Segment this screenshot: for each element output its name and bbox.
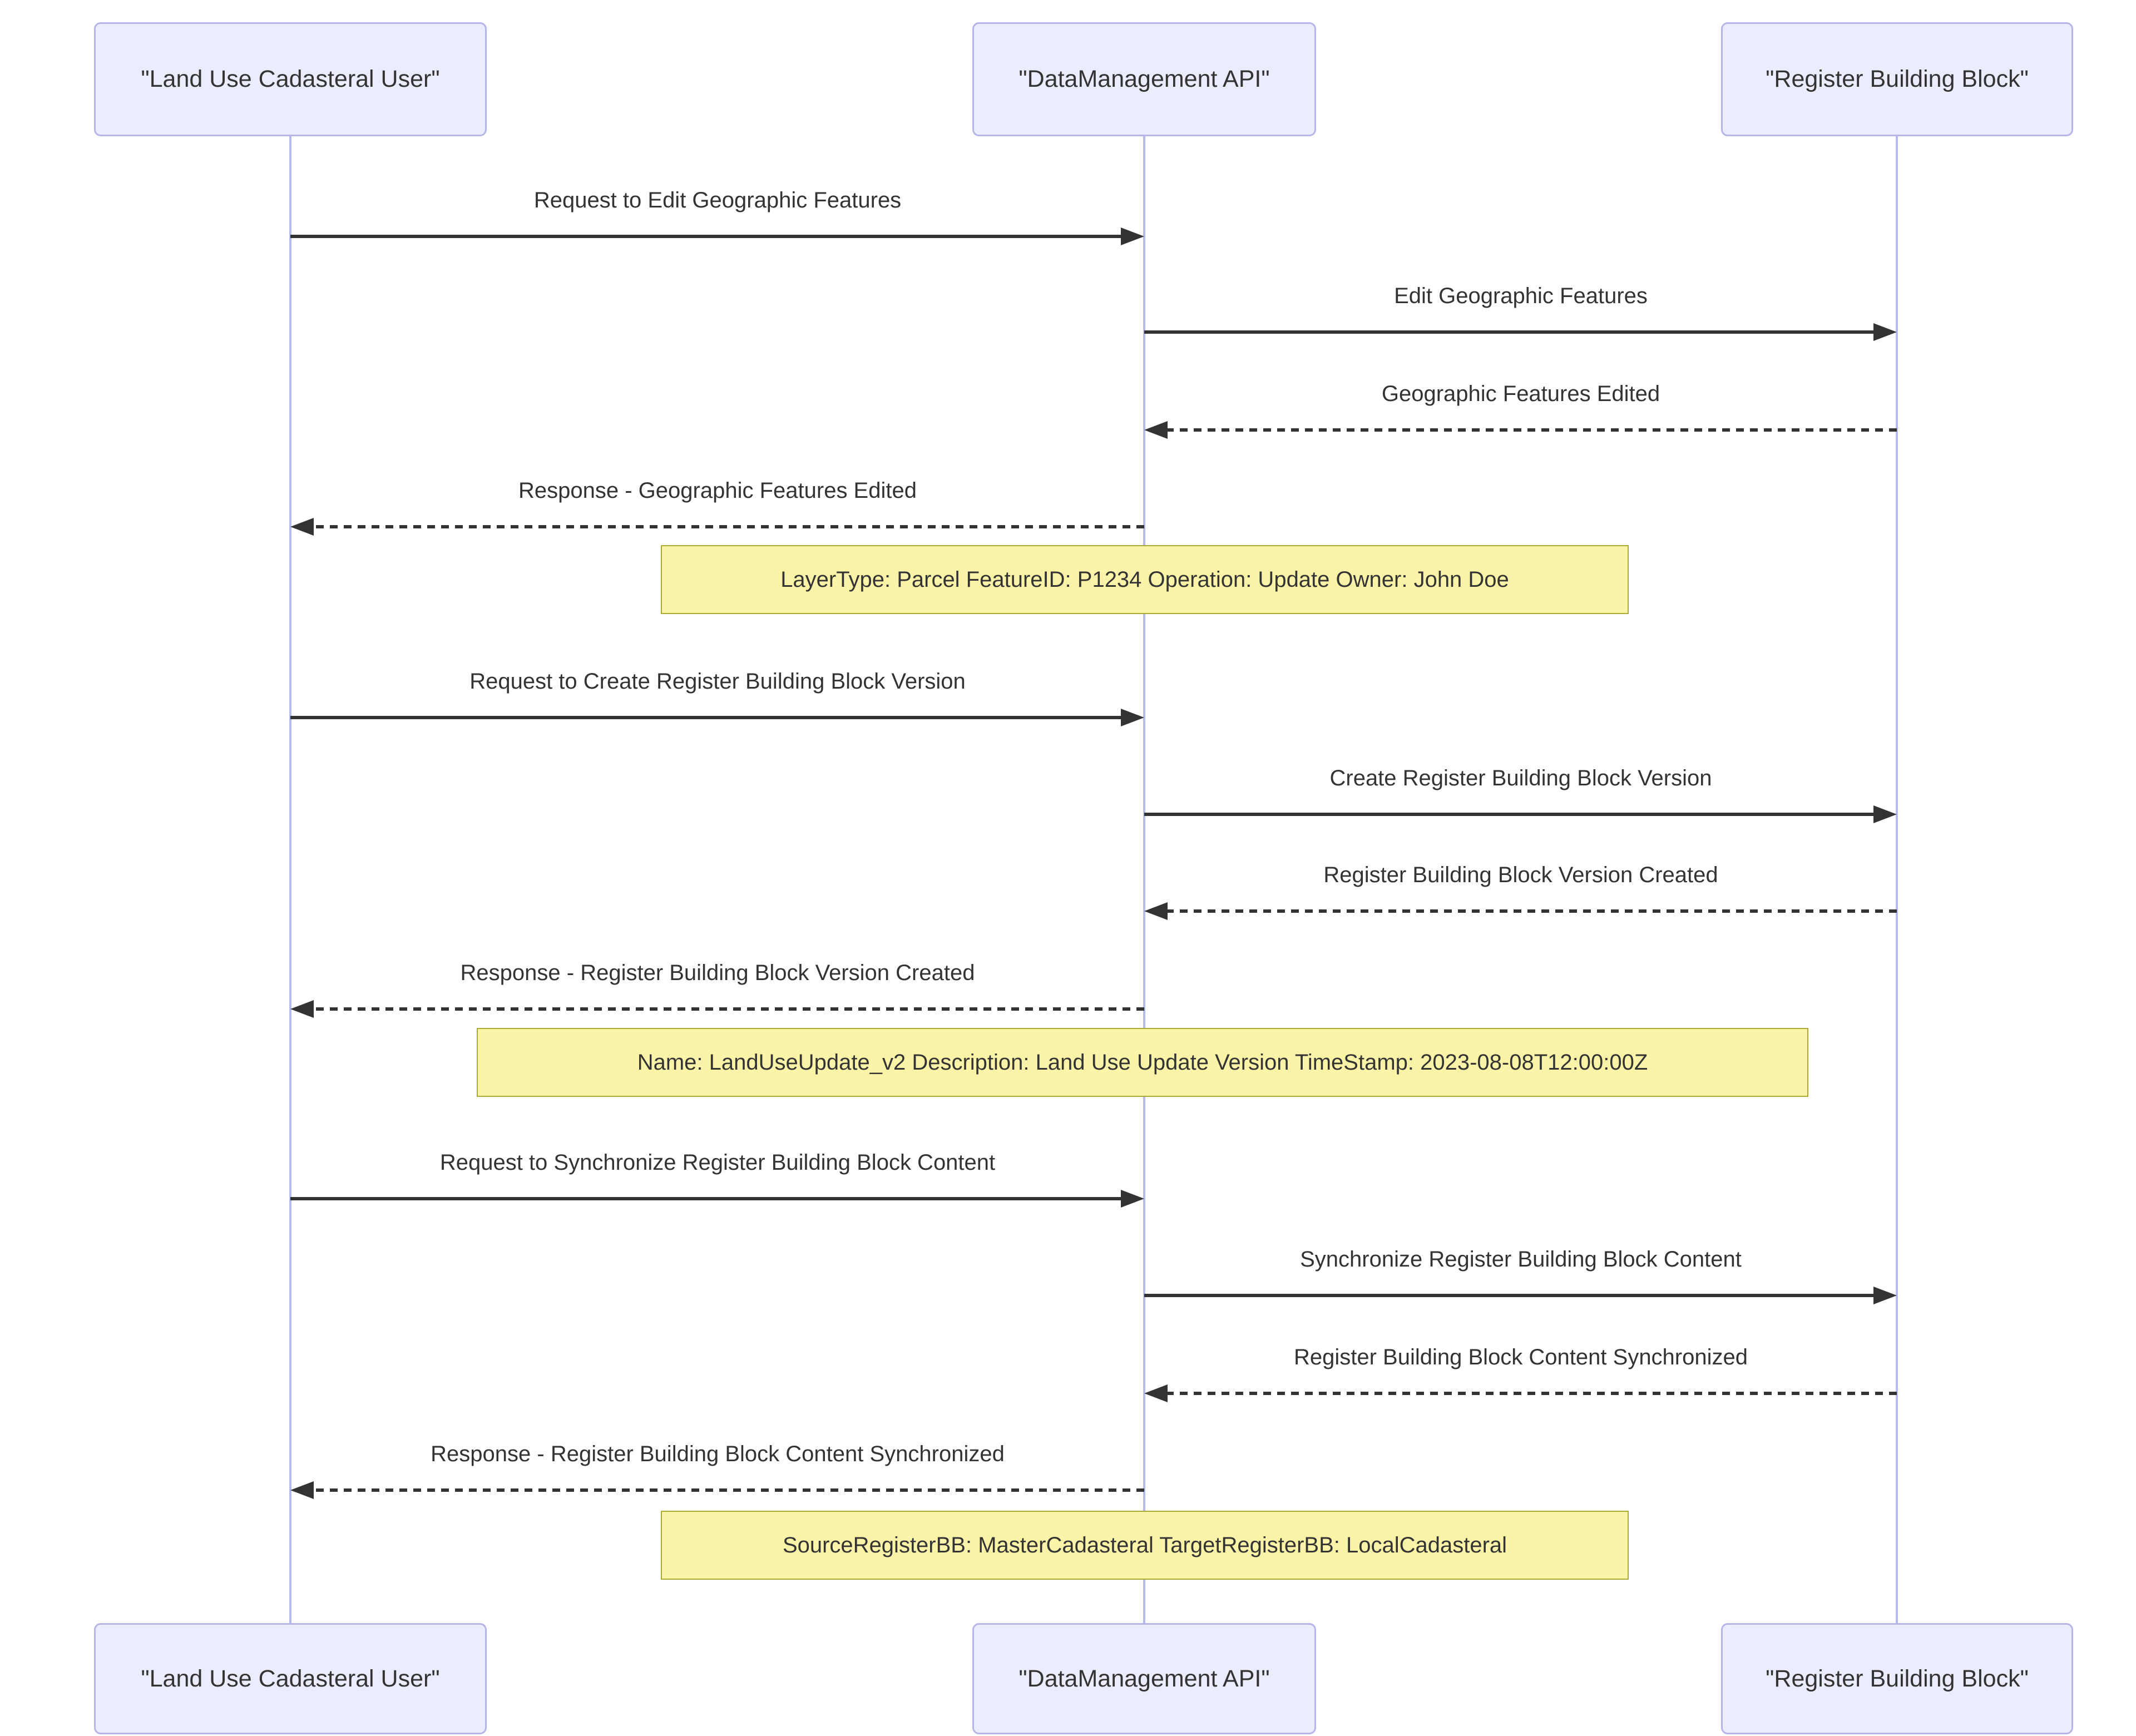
actor-bottom-api: "DataManagement API"	[972, 1623, 1316, 1734]
message-arrowhead-2	[1873, 323, 1897, 341]
actor-top-api-label: "DataManagement API"	[1018, 66, 1270, 92]
note-sync-details: SourceRegisterBB: MasterCadasteral Targe…	[661, 1511, 1629, 1580]
message-label-3: Geographic Features Edited	[1381, 382, 1660, 406]
message-arrowhead-5	[1121, 709, 1144, 726]
message-label-9: Request to Synchronize Register Building…	[439, 1150, 996, 1175]
message-label-8: Response - Register Building Block Versi…	[460, 961, 975, 985]
actor-bottom-user: "Land Use Cadasteral User"	[94, 1623, 487, 1734]
note-feature-details: LayerType: Parcel FeatureID: P1234 Opera…	[661, 545, 1629, 614]
message-arrowhead-9	[1121, 1190, 1144, 1208]
message-label-1: Request to Edit Geographic Features	[533, 188, 902, 212]
actor-top-api: "DataManagement API"	[972, 22, 1316, 136]
actor-top-rbb-label: "Register Building Block"	[1766, 66, 2029, 92]
message-arrowhead-8	[290, 1000, 314, 1018]
message-arrowhead-11	[1144, 1384, 1168, 1402]
actor-top-user-label: "Land Use Cadasteral User"	[141, 66, 440, 92]
message-label-5: Request to Create Register Building Bloc…	[469, 669, 966, 694]
message-arrowhead-7	[1144, 902, 1168, 920]
message-label-10: Synchronize Register Building Block Cont…	[1300, 1247, 1742, 1272]
message-label-7: Register Building Block Version Created	[1323, 863, 1718, 887]
message-arrowhead-3	[1144, 421, 1168, 439]
message-arrowhead-12	[290, 1481, 314, 1499]
actor-bottom-rbb: "Register Building Block"	[1721, 1623, 2073, 1734]
message-arrowhead-1	[1121, 227, 1144, 245]
message-arrowhead-4	[290, 518, 314, 536]
message-label-4: Response - Geographic Features Edited	[518, 478, 917, 503]
message-arrowhead-10	[1873, 1287, 1897, 1304]
message-label-6: Create Register Building Block Version	[1329, 766, 1712, 790]
message-label-11: Register Building Block Content Synchron…	[1294, 1345, 1748, 1369]
note-version-details: Name: LandUseUpdate_v2 Description: Land…	[477, 1028, 1808, 1097]
message-label-2: Edit Geographic Features	[1394, 284, 1648, 308]
actor-top-rbb: "Register Building Block"	[1721, 22, 2073, 136]
message-arrowhead-6	[1873, 805, 1897, 823]
actor-bottom-rbb-label: "Register Building Block"	[1766, 1665, 2029, 1692]
actor-bottom-user-label: "Land Use Cadasteral User"	[141, 1665, 440, 1692]
actor-bottom-api-label: "DataManagement API"	[1018, 1665, 1270, 1692]
actor-top-user: "Land Use Cadasteral User"	[94, 22, 487, 136]
message-label-12: Response - Register Building Block Conte…	[431, 1442, 1005, 1466]
